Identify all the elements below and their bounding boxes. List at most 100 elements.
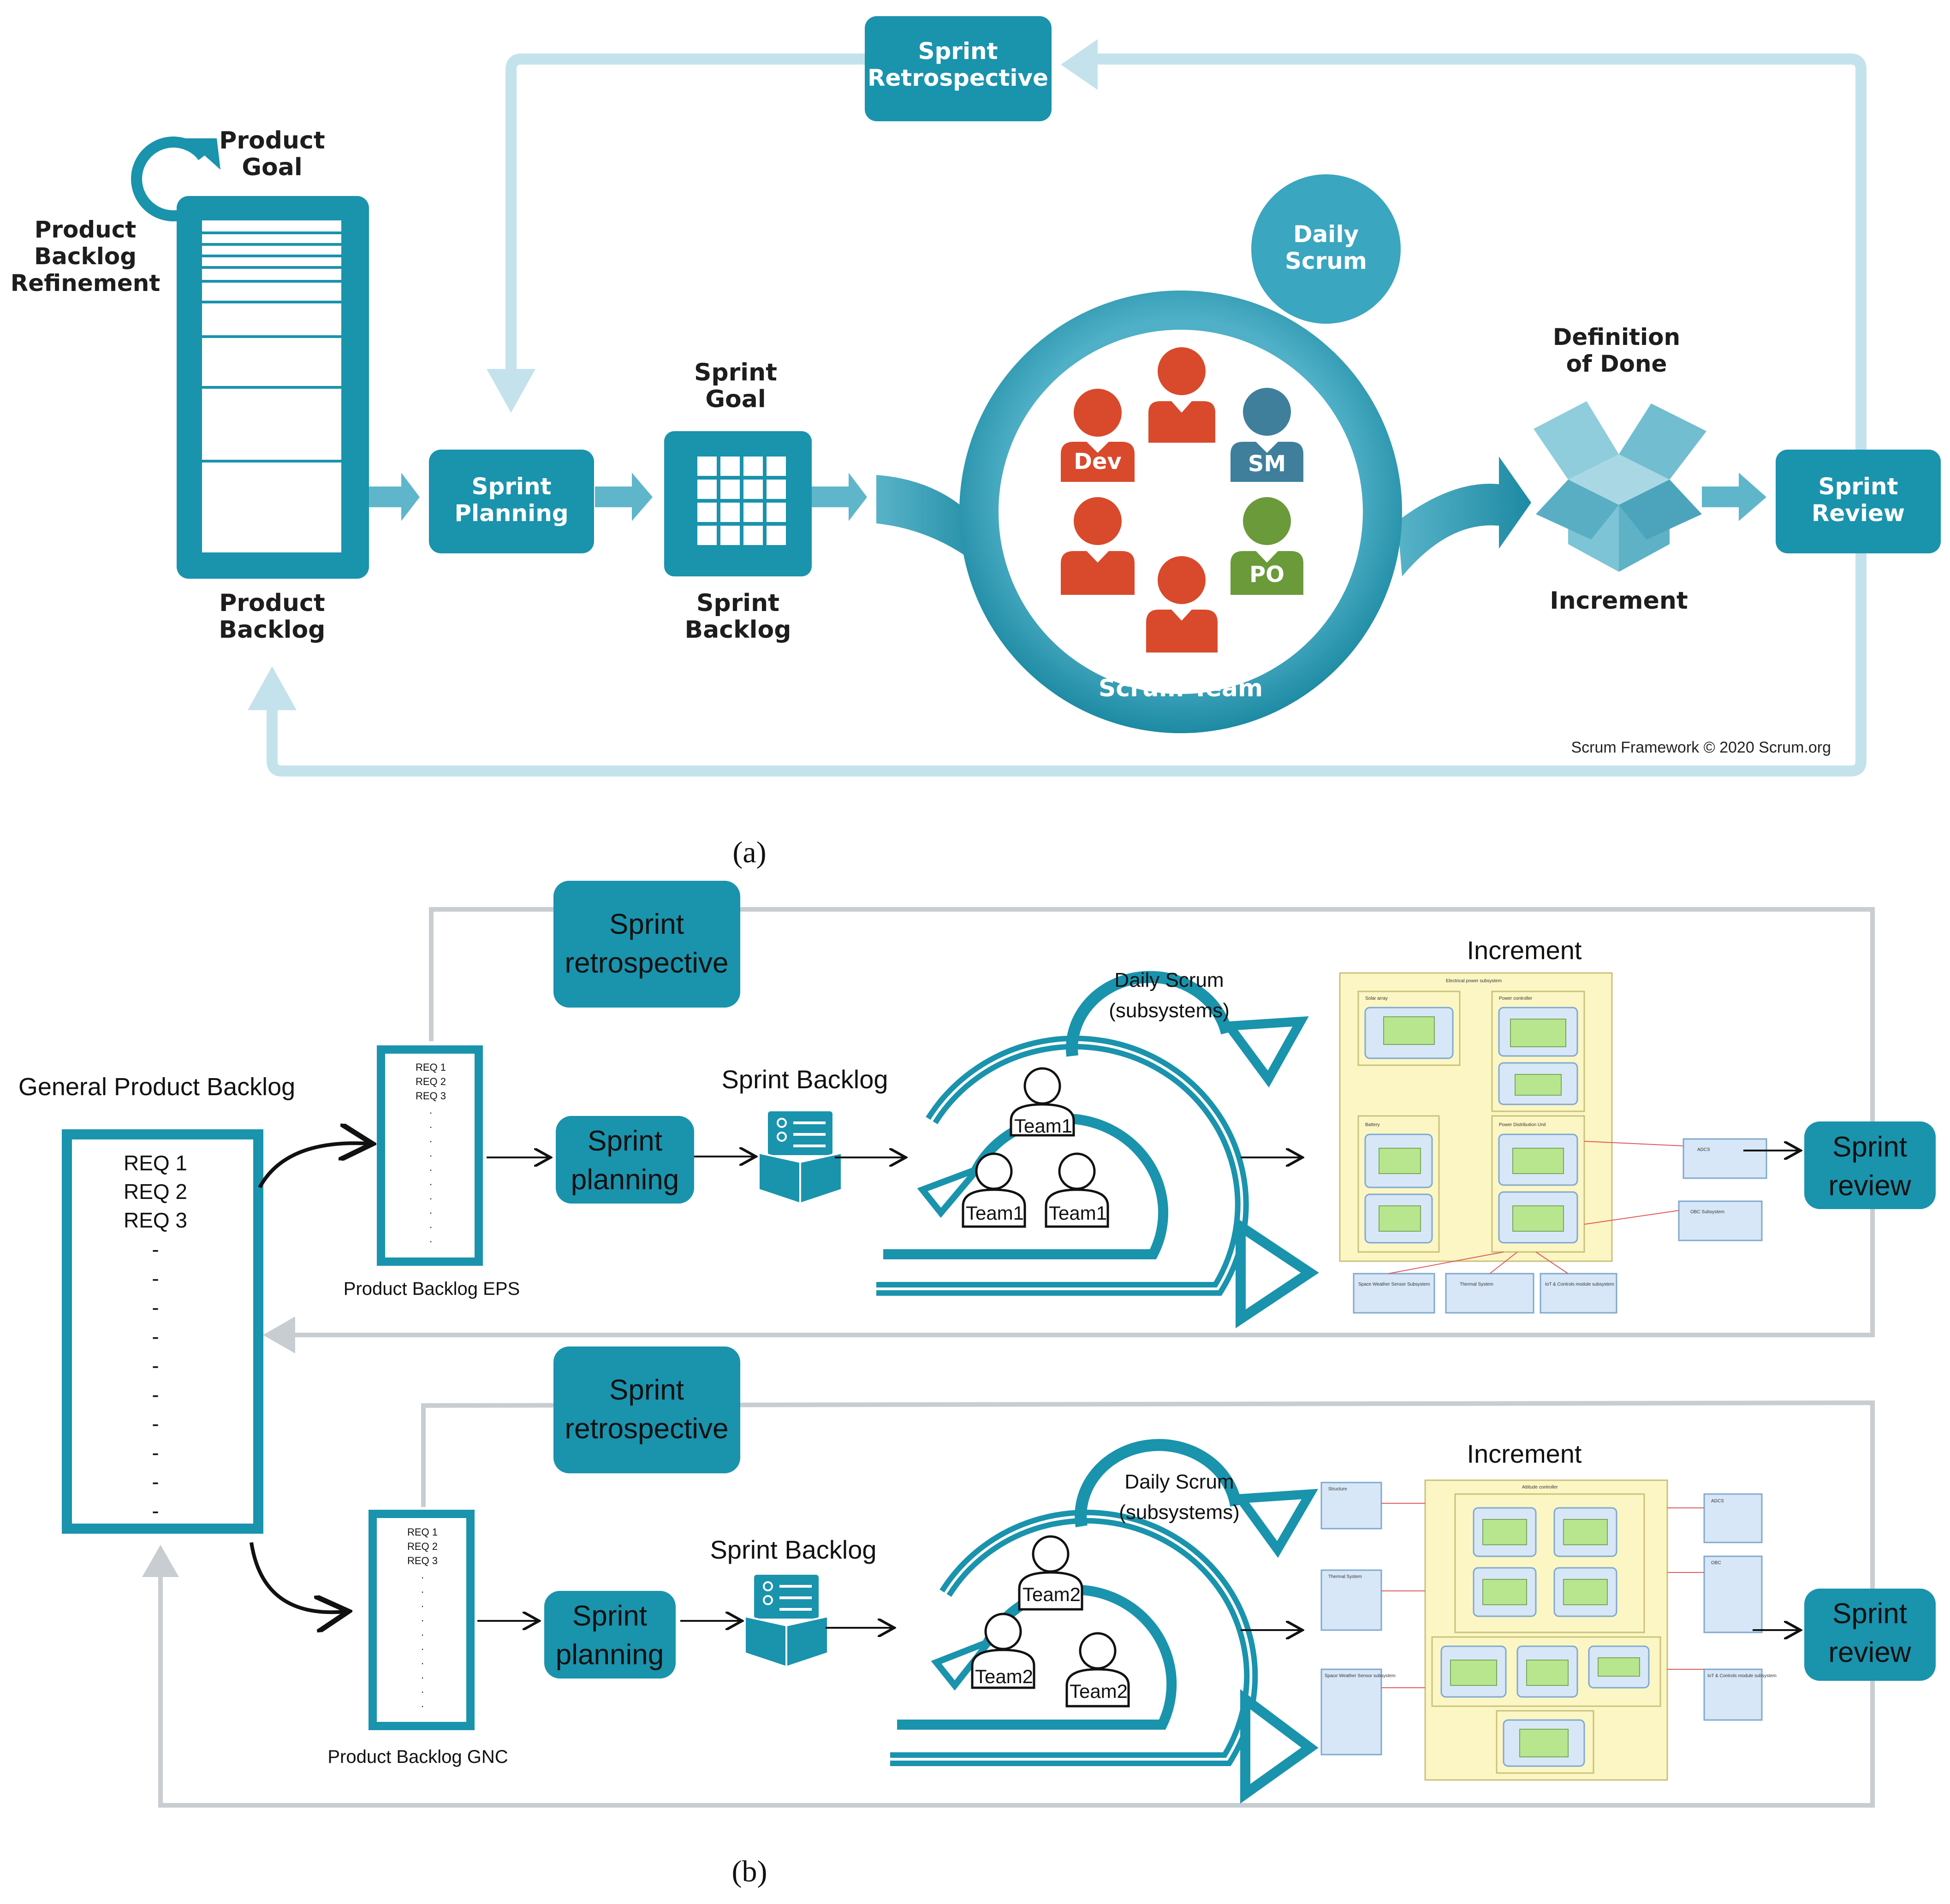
eps-increment-label: Increment — [1467, 936, 1582, 965]
general-req-3: REQ 3 — [124, 1208, 187, 1232]
general-dash: - — [152, 1382, 159, 1406]
general-dash: - — [152, 1237, 159, 1261]
gnc-model-box: Structure — [1328, 1487, 1347, 1492]
gnc-dot: . — [421, 1655, 424, 1667]
gnc-dot: . — [421, 1698, 424, 1709]
gnc-dot: . — [421, 1641, 424, 1652]
gnc-backlog-box-icon — [744, 1575, 829, 1668]
eps-dot: . — [429, 1176, 432, 1187]
eps-dot: . — [429, 1162, 432, 1173]
sprint-backlog-grid — [697, 457, 786, 545]
role-sm-label: SM — [1248, 451, 1286, 477]
eps-model-box: IoT & Controls module subsystem — [1545, 1282, 1614, 1287]
flow-arrows-a — [369, 473, 1766, 521]
general-req-2: REQ 2 — [124, 1180, 187, 1204]
caption-b: (b) — [732, 1855, 767, 1888]
gnc-model-title: Attitude controller — [1522, 1485, 1558, 1490]
eps-review-box — [1804, 1121, 1936, 1209]
general-req-1: REQ 1 — [124, 1151, 187, 1175]
eps-dot: . — [429, 1133, 432, 1145]
retrospective-loop-line — [1098, 53, 1867, 452]
panel-b-subsystem-scrum: General Product Backlog REQ 1 REQ 2 REQ … — [18, 881, 1936, 1888]
general-dash: - — [152, 1295, 159, 1319]
eps-model-box: Power controller — [1499, 996, 1533, 1001]
person-dev-label: Dev — [1061, 389, 1135, 482]
increment-box-icon — [1534, 401, 1706, 572]
eps-backlog-items: REQ 1 REQ 2 REQ 3 . . . . . . . . . . — [416, 1062, 446, 1245]
gnc-model-diagram: Attitude controller — [1320, 1479, 1777, 1781]
eps-team-label: Team1 — [1014, 1115, 1072, 1137]
eps-req: REQ 3 — [416, 1090, 446, 1102]
general-backlog-title: General Product Backlog — [18, 1073, 295, 1101]
eps-model-diagram: Electrical power subsystem Solar array P… — [1339, 972, 1767, 1314]
general-dash: - — [152, 1499, 159, 1523]
eps-dot: . — [429, 1204, 432, 1216]
daily-scrum-bubble — [1251, 174, 1401, 324]
eps-backlog-label: Product Backlog EPS — [344, 1279, 520, 1299]
role-po-label: PO — [1249, 562, 1284, 587]
sprint-retrospective-box — [865, 16, 1052, 121]
gnc-dot: . — [421, 1669, 424, 1681]
backlog-loop-arrowhead — [248, 666, 297, 710]
planning-loop-line — [505, 53, 865, 369]
eps-team-label: Team1 — [966, 1202, 1024, 1224]
gnc-increment-label: Increment — [1467, 1439, 1582, 1468]
gnc-backlog-label: Product Backlog GNC — [327, 1747, 508, 1767]
gnc-planning-box — [544, 1591, 676, 1679]
scrum-team-label: Scrum Team — [1099, 675, 1263, 702]
eps-dot: . — [429, 1233, 432, 1245]
eps-backlog-box-icon — [758, 1111, 843, 1205]
gnc-model-box: ADCS — [1711, 1499, 1724, 1504]
product-backlog-rows — [202, 231, 341, 463]
eps-backlog-box — [377, 1045, 483, 1266]
general-dash: - — [152, 1441, 159, 1465]
gnc-sprint-cycle-icon — [890, 1439, 1319, 1804]
gnc-review-box — [1804, 1589, 1936, 1681]
gnc-team-label: Team2 — [975, 1666, 1033, 1687]
gnc-dot: . — [421, 1612, 424, 1624]
eps-sprint-backlog-label: Sprint Backlog — [721, 1065, 888, 1094]
gnc-req: REQ 3 — [407, 1555, 438, 1566]
sprint-review-box — [1776, 450, 1941, 553]
role-dev-label: Dev — [1074, 449, 1122, 475]
gnc-model-box: Space Weather Sensor subsystem — [1325, 1673, 1396, 1679]
eps-model-box: Solar array — [1365, 996, 1388, 1001]
eps-outer-loop — [263, 907, 1875, 1353]
eps-team-label: Team1 — [1049, 1202, 1107, 1224]
swoosh-into-team — [876, 475, 992, 576]
eps-model-box: Battery — [1365, 1122, 1380, 1127]
general-dash: - — [152, 1353, 159, 1377]
eps-dot: . — [429, 1219, 432, 1230]
gnc-team-top: Team2 — [1018, 1535, 1083, 1611]
gnc-dot: . — [421, 1584, 424, 1595]
eps-sprint-cycle-icon — [876, 971, 1319, 1329]
eps-team-left: Team1 — [962, 1152, 1026, 1228]
person-po: PO — [1231, 497, 1303, 595]
general-dash: - — [152, 1470, 159, 1494]
gnc-req: REQ 1 — [407, 1526, 438, 1538]
eps-team-right: Team1 — [1045, 1152, 1109, 1228]
general-backlog-box — [62, 1129, 263, 1534]
gnc-sprint-backlog-label: Sprint Backlog — [710, 1535, 876, 1564]
gnc-dot: . — [421, 1626, 424, 1638]
person-dev-top — [1148, 347, 1215, 443]
eps-team-top: Team1 — [1010, 1067, 1075, 1137]
refinement-cycle-arrowhead — [185, 138, 220, 170]
eps-model-title: Electrical power subsystem — [1446, 979, 1502, 984]
eps-planning-box — [556, 1116, 694, 1204]
eps-model-box: Power Distribution Unit — [1499, 1122, 1546, 1127]
person-sm: SM — [1231, 388, 1303, 482]
arrow-general-to-eps — [258, 1143, 369, 1188]
eps-model-box: ADCS — [1697, 1147, 1710, 1152]
